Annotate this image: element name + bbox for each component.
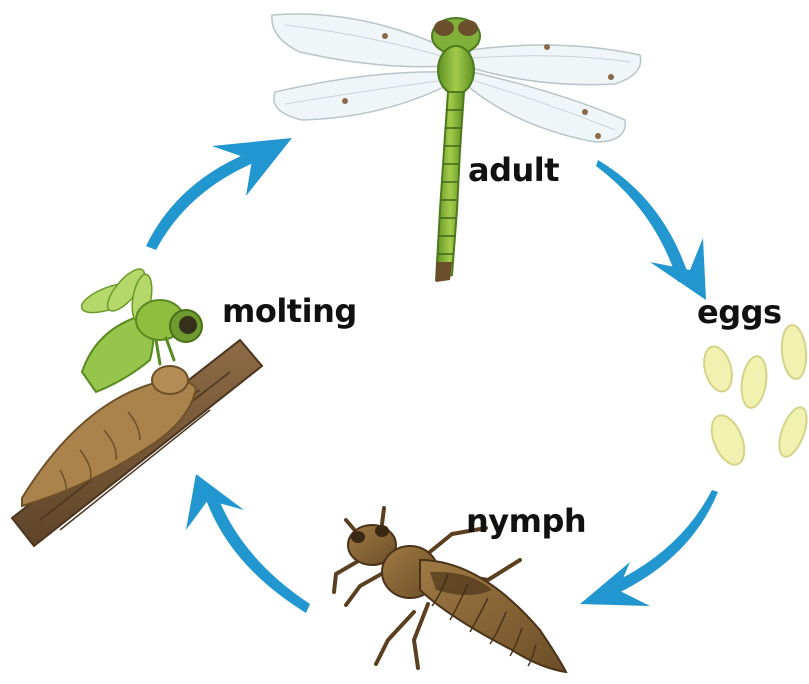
stage-label-molting: molting [222,295,357,327]
cycle-arrow-icon [580,490,718,606]
cycle-arrow-icon [596,160,706,300]
cycle-arrow-icon [186,474,310,613]
cycle-arrow-icon [146,138,292,250]
stage-label-eggs: eggs [697,296,782,328]
stage-label-adult: adult [468,154,559,186]
stage-label-nymph: nymph [466,505,586,537]
dragonfly-adult-icon [272,14,641,282]
eggs-icon [699,324,809,469]
